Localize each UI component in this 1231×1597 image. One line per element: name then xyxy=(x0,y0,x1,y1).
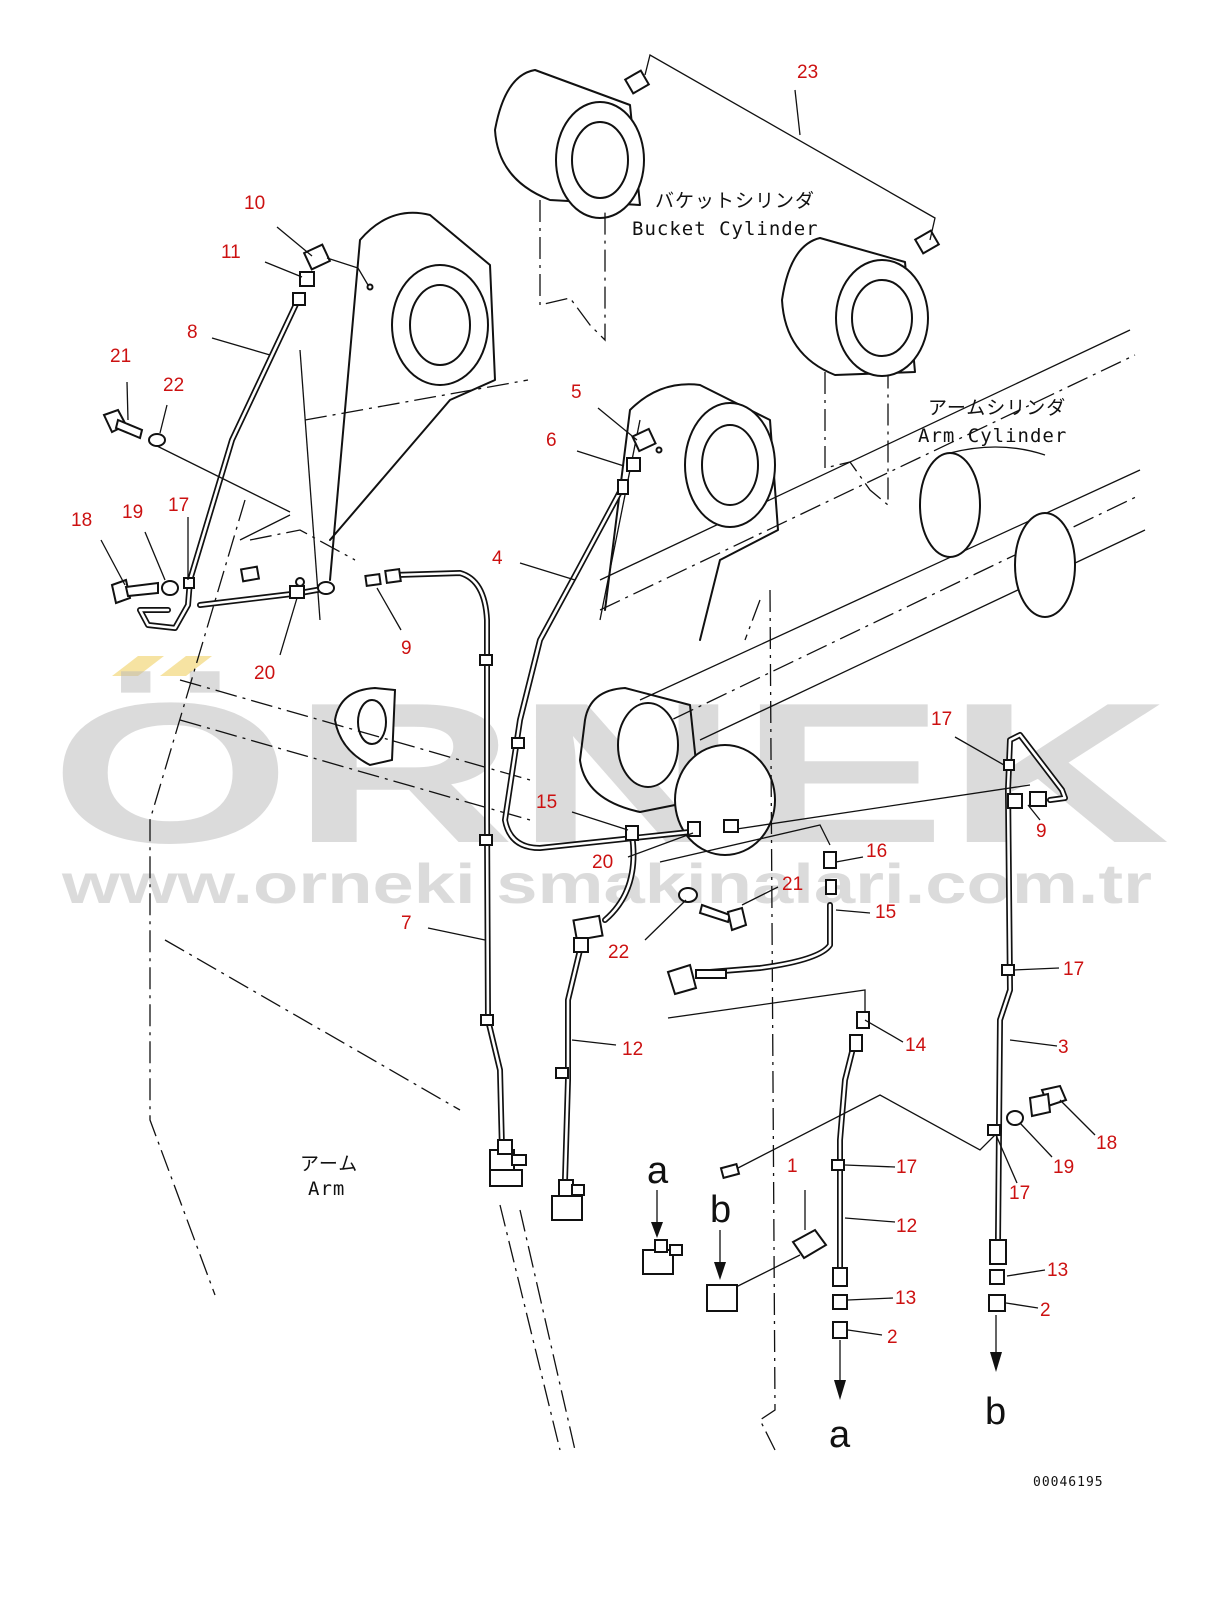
arm-bosses-drawing xyxy=(299,211,779,856)
flow-letter-b-top: b xyxy=(710,1189,731,1231)
flow-letter-a-bottom: a xyxy=(829,1414,851,1456)
flow-arrows xyxy=(651,1190,1002,1400)
bucket-cylinder-drawing xyxy=(494,54,941,507)
flow-letter-b-bottom: b xyxy=(985,1391,1006,1433)
callout-21-left: 21 xyxy=(110,346,131,367)
component-labels: バケットシリンダ Bucket Cylinder アームシリンダ Arm Cyl… xyxy=(300,190,1104,1490)
watermark-url: www.orneki smakinalari.com.tr xyxy=(61,852,1152,915)
callout-9-right: 9 xyxy=(1036,821,1047,842)
callout-2-right: 2 xyxy=(1040,1300,1051,1321)
callout-17-left: 17 xyxy=(168,495,189,516)
callout-17-top-right: 17 xyxy=(931,709,952,730)
arm-cylinder-drawing xyxy=(599,329,1146,741)
callout-17-mid-right: 17 xyxy=(1063,959,1084,980)
callout-13-left: 13 xyxy=(895,1288,916,1309)
callout-3: 3 xyxy=(1058,1037,1069,1058)
arm-cylinder-en-label: Arm Cylinder xyxy=(918,425,1067,447)
watermark-brand: ÖRNEK xyxy=(50,662,1170,885)
callout-15-left: 15 xyxy=(536,792,557,813)
part-number-callouts: 23 10 11 8 21 22 18 19 17 20 9 5 6 4 7 1… xyxy=(71,62,1117,1348)
drawing-code: 00046195 xyxy=(1033,1475,1104,1490)
callout-19-left: 19 xyxy=(122,502,143,523)
flow-letter-a-top: a xyxy=(647,1150,669,1192)
arm-cylinder-jp-label: アームシリンダ xyxy=(928,397,1066,419)
callout-19-right: 19 xyxy=(1053,1157,1074,1178)
callout-20-left: 20 xyxy=(254,663,275,684)
callout-5: 5 xyxy=(571,382,582,403)
bucket-cylinder-jp-label: バケットシリンダ xyxy=(655,190,815,212)
flow-letters: a b a b xyxy=(647,1150,1006,1456)
callout-18-left: 18 xyxy=(71,510,92,531)
arm-body-outline xyxy=(149,499,776,1451)
callout-17-low-right: 17 xyxy=(1009,1183,1030,1204)
arm-en-label: Arm xyxy=(308,1178,345,1200)
callout-11: 11 xyxy=(221,242,241,263)
arm-jp-label: アーム xyxy=(300,1153,358,1175)
callout-22-left: 22 xyxy=(163,375,184,396)
callout-16: 16 xyxy=(866,841,887,862)
callout-18-right: 18 xyxy=(1096,1133,1117,1154)
callout-13-right: 13 xyxy=(1047,1260,1068,1281)
watermark: ÖRNEK www.orneki smakinalari.com.tr xyxy=(50,656,1170,915)
callout-22-right: 22 xyxy=(608,942,629,963)
callout-17-pipe12: 17 xyxy=(896,1157,917,1178)
callout-1: 1 xyxy=(787,1156,798,1177)
bucket-cylinder-en-label: Bucket Cylinder xyxy=(632,218,819,240)
callout-23: 23 xyxy=(797,62,818,83)
callout-2-left: 2 xyxy=(887,1327,898,1348)
fittings xyxy=(102,243,1068,1339)
callout-12-right: 12 xyxy=(896,1216,917,1237)
callout-4: 4 xyxy=(492,548,503,569)
callout-6: 6 xyxy=(546,430,557,451)
callout-14: 14 xyxy=(905,1035,927,1056)
callout-15-right: 15 xyxy=(875,902,896,923)
callout-12-left: 12 xyxy=(622,1039,643,1060)
callout-21-right: 21 xyxy=(782,874,803,895)
callout-8: 8 xyxy=(187,322,198,343)
callout-7: 7 xyxy=(401,913,412,934)
leader-lines xyxy=(100,226,1096,1336)
callout-10: 10 xyxy=(244,193,265,214)
callout-9-left: 9 xyxy=(401,638,412,659)
callout-20-right: 20 xyxy=(592,852,613,873)
